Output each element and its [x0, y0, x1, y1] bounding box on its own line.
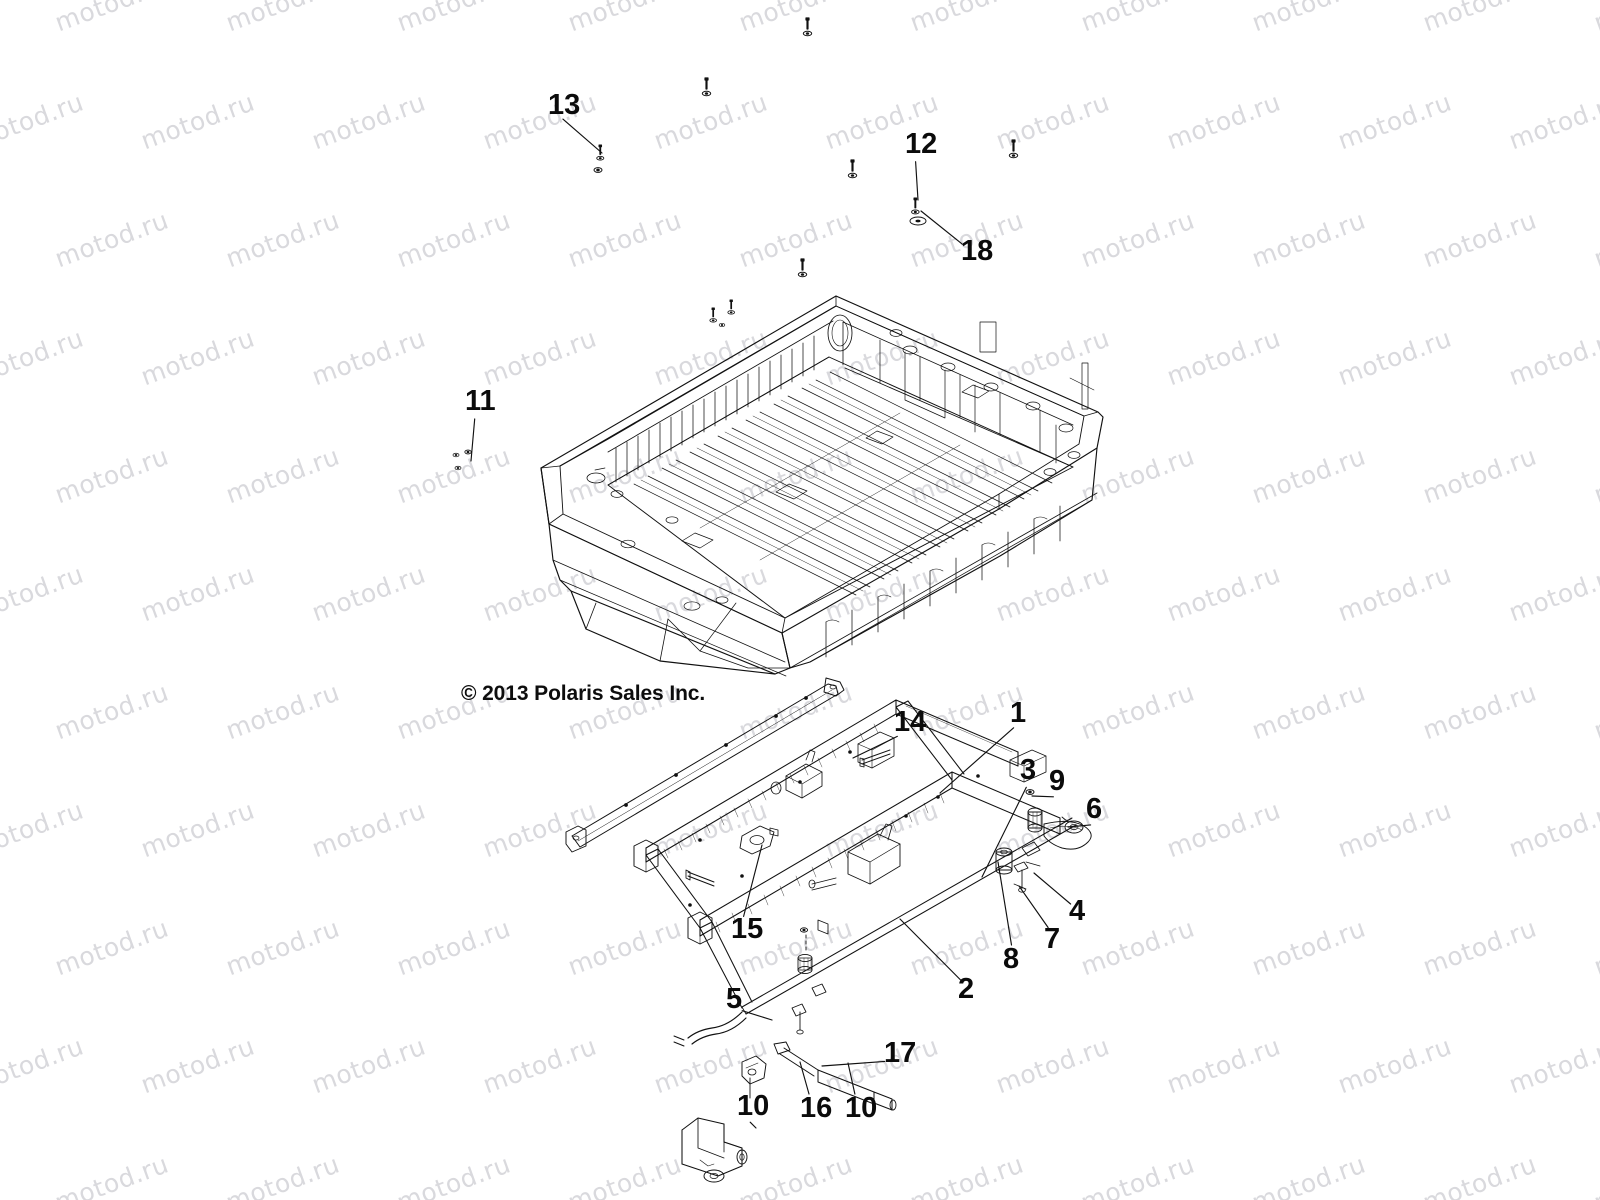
- leader-line-6: [1067, 824, 1092, 828]
- callout-5: 5: [726, 983, 743, 1015]
- leader-line-18: [920, 210, 964, 245]
- callout-15: 15: [731, 913, 764, 945]
- loose-fasteners: [452, 17, 1019, 471]
- callout-8: 8: [1003, 943, 1020, 975]
- leader-line-9: [1031, 795, 1054, 798]
- leader-line-16: [799, 1061, 810, 1095]
- leader-line-8: [997, 861, 1013, 946]
- callout-17: 17: [884, 1037, 917, 1069]
- callout-6: 6: [1086, 793, 1103, 825]
- leader-line-13: [562, 118, 603, 154]
- callout-10b: 10: [845, 1092, 878, 1124]
- callout-13: 13: [548, 89, 581, 121]
- leader-line-7: [1018, 885, 1049, 929]
- cargo-box-assembly: [540, 295, 1104, 677]
- callout-11: 11: [465, 385, 496, 417]
- leader-line-15: [743, 844, 763, 917]
- leader-line-12: [915, 161, 919, 201]
- leader-line-1: [939, 727, 1015, 794]
- callout-3: 3: [1020, 754, 1037, 786]
- callout-10a: 10: [737, 1090, 770, 1122]
- callout-9: 9: [1049, 765, 1066, 797]
- leader-line-2: [899, 918, 962, 981]
- callout-12: 12: [905, 128, 938, 160]
- callout-1: 1: [1010, 697, 1027, 729]
- leader-line-4: [1033, 872, 1072, 905]
- callout-16: 16: [800, 1092, 833, 1124]
- leader-line-10b: [847, 1062, 856, 1095]
- callout-18: 18: [961, 235, 994, 267]
- leader-line-10a: [749, 1121, 757, 1129]
- callout-7: 7: [1044, 923, 1061, 955]
- leader-line-14: [852, 735, 898, 759]
- leader-line-11: [470, 418, 476, 462]
- leader-line-3: [981, 786, 1027, 878]
- leader-line-17: [821, 1060, 886, 1067]
- callout-4: 4: [1069, 895, 1086, 927]
- copyright-notice: © 2013 Polaris Sales Inc.: [461, 682, 706, 705]
- leader-line-5: [741, 1010, 773, 1021]
- callout-2: 2: [958, 973, 975, 1005]
- callout-14: 14: [894, 706, 927, 738]
- box-frame-assembly: [565, 677, 1092, 1183]
- callout-leader-lines: [470, 118, 1092, 1129]
